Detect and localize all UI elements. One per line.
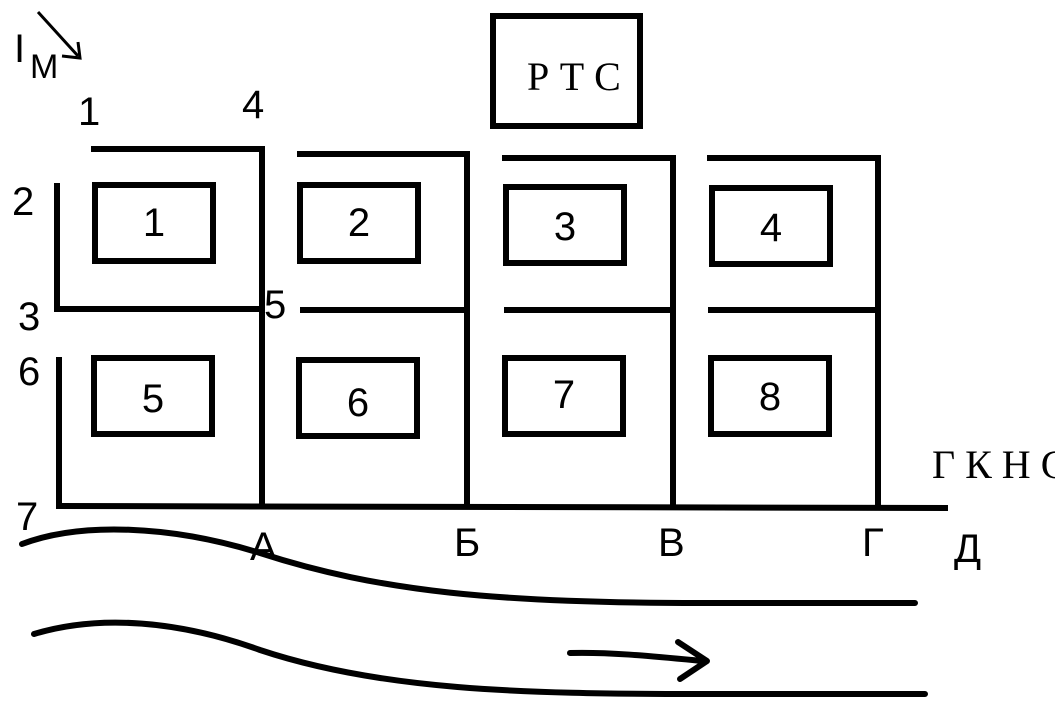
river-flow-arrow-icon xyxy=(567,639,710,682)
block-8: 8 xyxy=(708,355,832,437)
gkns-label: ГКНС xyxy=(932,442,1055,487)
block-number: 1 xyxy=(143,201,165,245)
node-label-6: 6 xyxy=(18,350,40,394)
outlet-label-a: А xyxy=(250,525,277,569)
node-label-7: 7 xyxy=(16,495,38,539)
flow-label-i: I xyxy=(14,27,25,71)
block-1: 1 xyxy=(92,182,216,264)
block-number: 4 xyxy=(760,206,782,250)
block-number: 6 xyxy=(347,381,369,425)
block-number: 8 xyxy=(759,375,781,419)
node-label-1: 1 xyxy=(78,90,100,134)
outlet-label-g: Г xyxy=(862,521,884,565)
block-5: 5 xyxy=(91,355,215,437)
block-number: 2 xyxy=(348,201,370,245)
node-label-2: 2 xyxy=(12,180,34,224)
block-7: 7 xyxy=(502,355,626,437)
block-number: 3 xyxy=(554,205,576,249)
main-collector xyxy=(55,502,949,512)
block-4: 4 xyxy=(709,185,833,267)
block-6: 6 xyxy=(296,357,420,439)
block-number: 5 xyxy=(142,377,164,421)
river-bank-lower xyxy=(31,619,928,697)
flow-direction-arrow-icon xyxy=(36,10,82,60)
block-2: 2 xyxy=(297,182,421,264)
node-label-5: 5 xyxy=(264,283,286,327)
rts-label: РТС xyxy=(527,54,631,99)
outlet-label-b: Б xyxy=(454,521,480,565)
flow-label-m: М xyxy=(30,48,58,86)
block-number: 7 xyxy=(553,373,575,417)
outlet-label-d: Д xyxy=(954,527,981,571)
block-3: 3 xyxy=(503,184,627,266)
rts-box xyxy=(490,13,643,129)
node-label-4: 4 xyxy=(242,83,264,127)
node-label-3: 3 xyxy=(18,295,40,339)
river-bank-upper xyxy=(19,526,918,606)
sewer-network xyxy=(54,146,949,512)
outlet-label-v: В xyxy=(658,521,685,565)
